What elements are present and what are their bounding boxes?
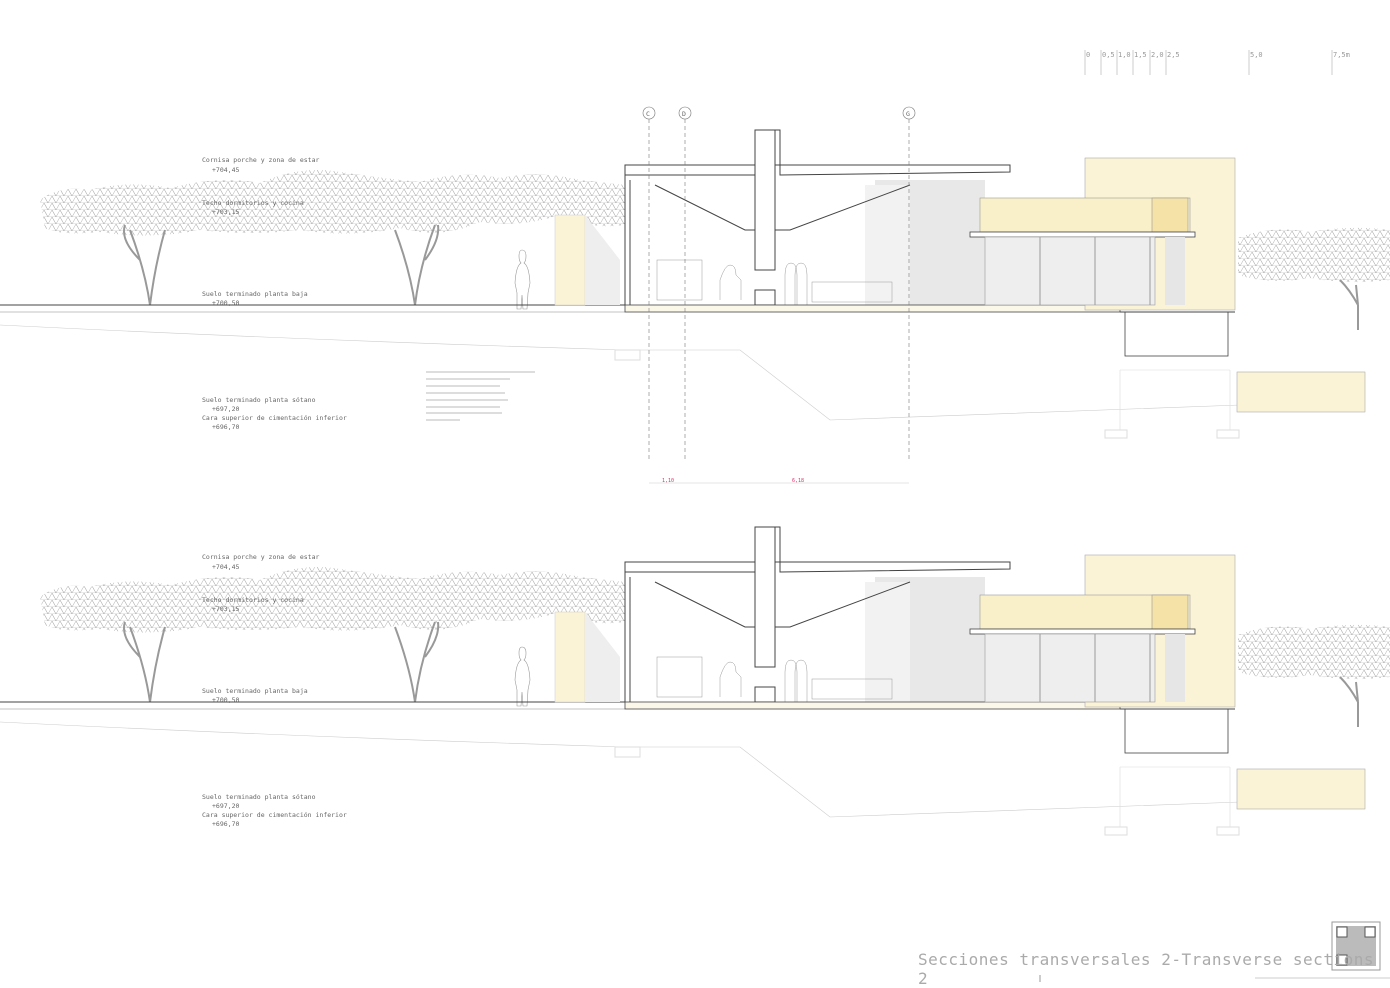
level-labels-upper: Cornisa porche y zona de estar +704,45 Te… [202,156,347,431]
scale-tick: 0 [1086,51,1090,59]
section-lower [0,526,1390,836]
scale-tick: 0,5 [1102,51,1115,59]
grid-axis-label: C [646,110,650,118]
svg-text:Suelo terminado planta sótano: Suelo terminado planta sótano [202,396,316,404]
grid-axis-label: G [906,110,910,118]
svg-text:Cornisa porche y zona de estar: Cornisa porche y zona de estar [202,156,319,164]
scale-tick: 2,5 [1167,51,1180,59]
svg-text:Cara superior de cimentación i: Cara superior de cimentación inferior [202,414,347,422]
scale-bar [1084,50,1333,75]
scale-tick: 7,5m [1333,51,1350,59]
scale-tick: 2,0 [1151,51,1164,59]
scale-tick: 1,0 [1118,51,1131,59]
svg-text:Cara superior de cimentación i: Cara superior de cimentación inferior [202,811,347,819]
svg-text:Suelo terminado planta baja: Suelo terminado planta baja [202,290,308,298]
grid-axis-label: D [682,110,686,118]
svg-text:+703,15: +703,15 [212,208,239,216]
sheet-title: Secciones transversales 2-Transverse sec… [918,950,1374,988]
svg-text:+696,70: +696,70 [212,820,239,828]
level-labels-lower: Cornisa porche y zona de estar +704,45 Te… [202,553,347,828]
svg-text:+704,45: +704,45 [212,166,239,174]
svg-text:+704,45: +704,45 [212,563,239,571]
svg-text:+697,20: +697,20 [212,405,239,413]
dimension-label: 6,18 [792,478,804,484]
grid-axes [642,106,916,484]
dimension-label: 1,10 [662,478,674,484]
svg-text:Techo dormitorios y cocina: Techo dormitorios y cocina [202,596,304,604]
qr-code-icon [1331,921,1381,971]
svg-text:Suelo terminado planta sótano: Suelo terminado planta sótano [202,793,316,801]
svg-text:Techo dormitorios y cocina: Techo dormitorios y cocina [202,199,304,207]
construction-notes [426,371,535,421]
svg-text:+700,50: +700,50 [212,696,239,704]
svg-text:+703,15: +703,15 [212,605,239,613]
scale-tick: 1,5 [1134,51,1147,59]
svg-text:+696,70: +696,70 [212,423,239,431]
svg-text:+700,50: +700,50 [212,299,239,307]
svg-text:Cornisa porche y zona de estar: Cornisa porche y zona de estar [202,553,319,561]
svg-text:Suelo terminado planta baja: Suelo terminado planta baja [202,687,308,695]
svg-text:+697,20: +697,20 [212,802,239,810]
scale-tick: 5,0 [1250,51,1263,59]
section-upper [0,129,1390,439]
